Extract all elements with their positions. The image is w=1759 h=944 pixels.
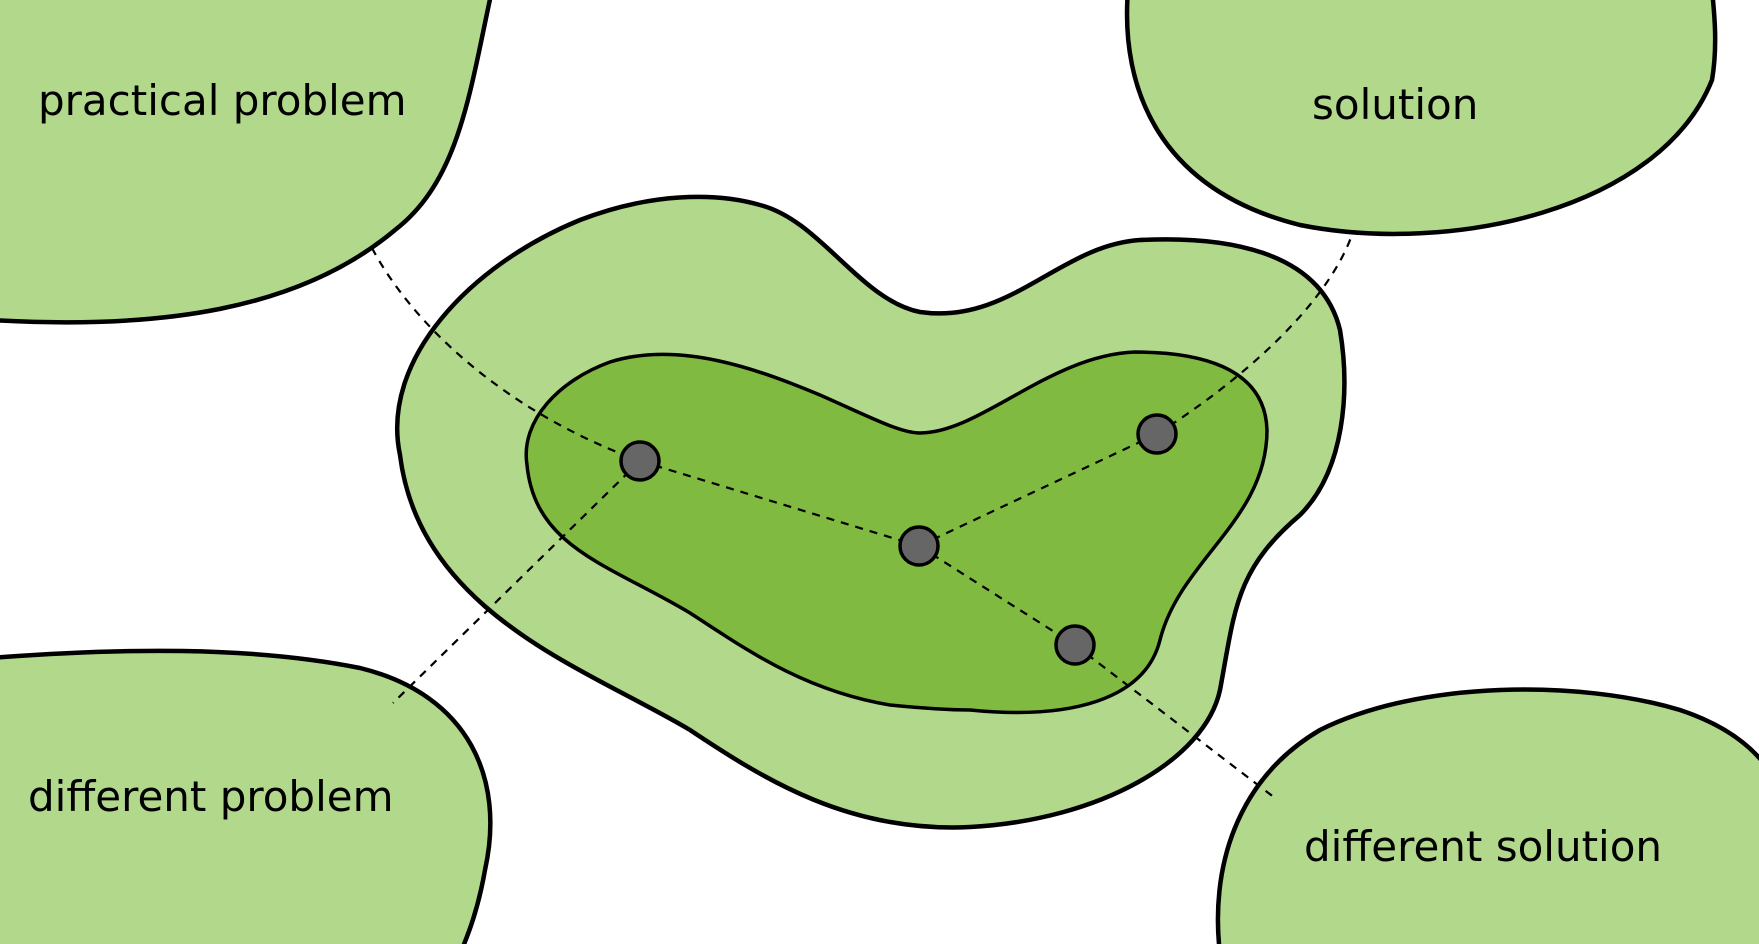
practical-problem-label: practical problem	[38, 76, 407, 125]
different-solution-label: different solution	[1304, 822, 1662, 871]
link-center-to-node-c	[918, 545, 1076, 646]
different-problem-region	[0, 648, 493, 944]
link-problem-to-node-a	[371, 247, 641, 463]
link-node-b-to-solution	[1156, 231, 1355, 435]
different-problem-label: different problem	[28, 772, 394, 821]
link-node-a-to-center	[639, 459, 920, 548]
node-problem	[619, 440, 661, 482]
different-solution-region	[1215, 687, 1759, 944]
inner-idea-region	[524, 350, 1269, 715]
node-solution	[1136, 413, 1178, 455]
link-node-a-to-different-problem	[392, 460, 641, 704]
solution-region	[1124, 0, 1718, 237]
link-node-c-to-different-solution	[1074, 644, 1276, 799]
practical-problem-region	[0, 0, 493, 325]
node-different-solution	[1054, 624, 1096, 666]
node-center	[898, 525, 940, 567]
solution-label: solution	[1312, 80, 1478, 129]
